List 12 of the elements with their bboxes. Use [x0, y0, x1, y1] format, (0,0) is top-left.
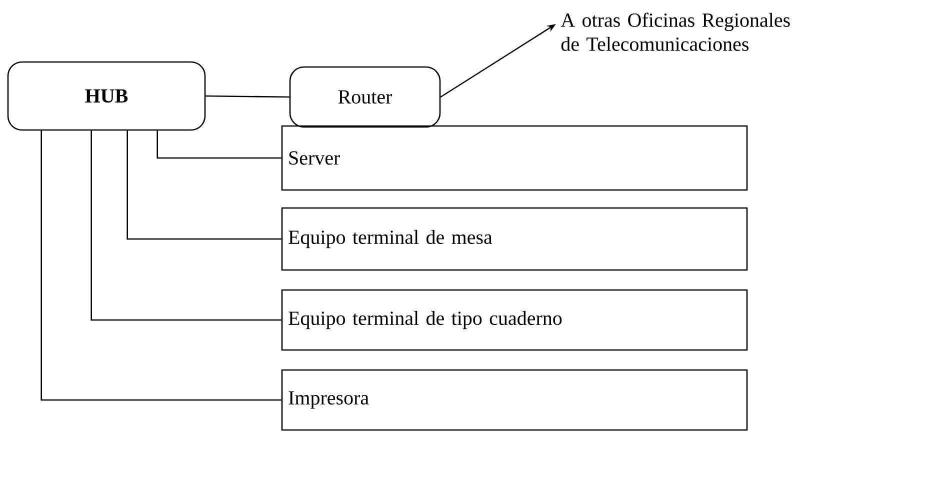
connector-line	[206, 95, 290, 98]
connector-line	[156, 130, 282, 159]
destination-text: A otras Oficinas Regionales de Telecomunicaciones	[560, 12, 790, 51]
connector-line	[126, 130, 282, 240]
connector-line	[40, 130, 282, 401]
device-box: Equipo terminal de tipo cuaderno	[281, 289, 748, 351]
device-box: Impresora	[281, 369, 748, 431]
hub-box: HUB	[7, 61, 206, 131]
device-box: Server	[281, 125, 748, 191]
connector-line	[90, 130, 282, 321]
device-box: Equipo terminal de mesa	[281, 207, 748, 271]
router-box: Router	[289, 66, 441, 128]
